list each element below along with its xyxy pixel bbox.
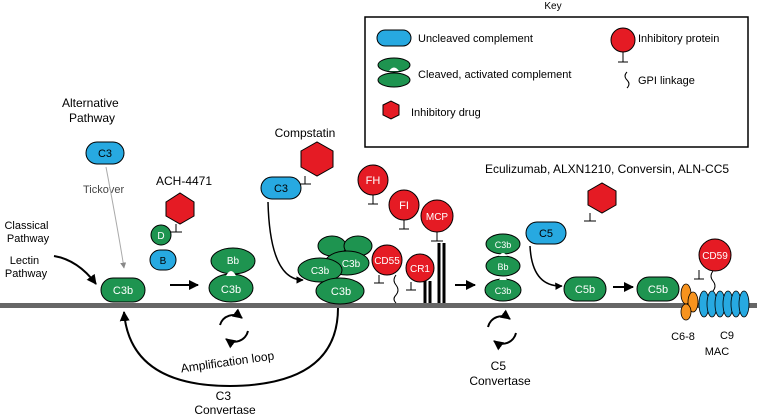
c3-convertase-caption: C3 Convertase (194, 389, 256, 417)
mac-label: MAC (705, 346, 730, 358)
c3b-stack-b-label: C3b (311, 266, 330, 277)
key-drug-label: Inhibitory drug (411, 107, 481, 119)
cd55-label: CD55 (374, 256, 400, 267)
key-protein-label: Inhibitory protein (638, 33, 719, 45)
cd59-label: CD59 (702, 251, 728, 262)
cycle-icon (219, 308, 249, 349)
tickover-label: Tickover (83, 184, 124, 196)
c3b-stack (297, 235, 373, 305)
c3b-stack-c-label: C3b (331, 286, 351, 298)
c5b-second (636, 276, 680, 302)
c3-cleavage-arrow (267, 201, 304, 284)
c3-alternative-label: C3 (98, 148, 112, 160)
c3-compstatin (260, 176, 302, 200)
c5b-first-label: C5b (575, 284, 595, 296)
amplification-loop-arrow (119, 307, 339, 388)
factor-d-label: D (157, 231, 164, 242)
key-uncleaved-label: Uncleaved complement (418, 33, 533, 45)
c5b-second-label: C5b (648, 284, 668, 296)
c3b-convertase-label: C3b (221, 284, 241, 296)
c5-conv-c3b-bottom-label: C3b (495, 286, 512, 296)
key-legend: Key Uncleaved complement Cleaved, activa… (364, 1, 749, 148)
cr1-label: CR1 (410, 264, 430, 275)
mcp-label: MCP (426, 212, 449, 223)
c5-cleavage-arrow (529, 245, 563, 290)
fi-label: FI (399, 200, 409, 212)
alternative-pathway-label: Alternative Pathway (62, 96, 122, 125)
cd55-protein (371, 244, 403, 304)
cd59-protein (694, 238, 732, 304)
drug-swatch (382, 100, 400, 120)
c5-uncleaved (525, 221, 567, 245)
factor-b-label: B (160, 256, 167, 267)
amplification-loop-label: Amplification loop (180, 349, 275, 376)
uncleaved-swatch (376, 29, 412, 47)
c3-compstatin-label: C3 (274, 183, 288, 195)
c5-conv-c3b-top-label: C3b (495, 240, 512, 250)
fh-label: FH (366, 175, 381, 187)
cleaved-swatch (377, 57, 411, 88)
cycle-icon-c5 (487, 309, 517, 351)
key-gpi-label: GPI linkage (638, 75, 695, 87)
c5-label: C5 (539, 228, 553, 240)
ach-4471-label: ACH-4471 (156, 174, 212, 188)
c3b-initial (100, 277, 146, 303)
compstatin-drug (300, 141, 334, 177)
classical-pathway-label: Classical Pathway (4, 220, 51, 245)
protein-swatch (610, 27, 636, 63)
c6-8-label: C6-8 (671, 331, 695, 343)
bb-label: Bb (227, 256, 240, 267)
c6-8-complex (680, 283, 699, 321)
gpi-swatch (624, 71, 630, 89)
c5-convertase-caption: C5 Convertase (469, 359, 531, 388)
mcp-protein (420, 199, 454, 303)
c5-convertase-complex (484, 233, 522, 302)
c3b-stack-a-label: C3b (342, 259, 361, 270)
eculizumab-drug (587, 182, 617, 214)
cr1-protein (405, 253, 435, 303)
tickover-arrow (105, 166, 127, 269)
fi-protein (388, 189, 420, 230)
factor-d (150, 224, 172, 246)
factor-b (149, 249, 177, 271)
classical-lectin-arrow (53, 255, 97, 285)
c9-label: C9 (720, 330, 734, 342)
c5-conv-bb-label: Bb (497, 262, 508, 272)
c5b-first (563, 276, 607, 302)
c3-alternative (85, 141, 125, 165)
cell-membrane (0, 303, 757, 308)
c9-complex (698, 290, 750, 318)
ach-4471-drug (165, 192, 195, 225)
c3b-initial-label: C3b (113, 285, 133, 297)
eculizumab-label: Eculizumab, ALXN1210, Conversin, ALN-CC5 (485, 162, 729, 176)
compstatin-label: Compstatin (275, 126, 336, 140)
lectin-pathway-label: Lectin Pathway (5, 255, 48, 280)
key-title: Key (544, 1, 561, 12)
key-cleaved-label: Cleaved, activated complement (418, 69, 571, 81)
fh-protein (357, 164, 389, 205)
c3-convertase-complex (208, 247, 256, 303)
